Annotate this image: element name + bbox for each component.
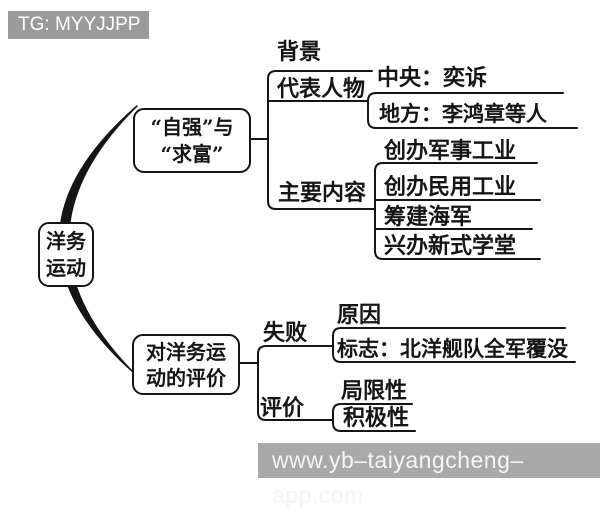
label-zhuyao-neirong: 主要内容 [278,180,367,206]
label-biaozhi-beiyang: 标志：北洋舰队全军覆没 [337,336,568,361]
node-pingjia-line1: 对洋务运 [146,339,226,364]
mindmap-canvas: 洋务 运动 “自强”与 “求富” 对洋务运 动的评价 背景 代表人物 中央：奕诉… [8,11,600,508]
node-pingjia-branch: 对洋务运 动的评价 [132,334,240,395]
connector-lines [58,70,578,432]
label-daibiao-renwu: 代表人物 [277,76,366,102]
label-zhongyang-yixin: 中央：奕诉 [377,65,488,91]
label-beijing: 背景 [277,39,322,65]
node-ziqiang-line2: “求富” [160,141,224,166]
label-pingjia: 评价 [260,395,305,421]
label-yuanyin: 原因 [337,302,382,328]
watermark-url: www.yb–taiyangcheng–app.com [258,443,600,508]
label-content-haijun: 筹建海军 [384,204,473,230]
label-content-junshi: 创办军事工业 [384,138,517,164]
node-root-line2: 运动 [46,255,86,280]
node-ziqiang-line1: “自强”与 [150,114,234,139]
label-jijixing: 积极性 [343,405,410,431]
node-root-yangwu-yundong: 洋务 运动 [38,222,94,287]
node-ziqiang-qiufu: “自强”与 “求富” [133,108,251,173]
node-pingjia-line2: 动的评价 [146,365,226,390]
node-root-line1: 洋务 [46,228,86,253]
tg-badge: TG: MYYJJPP [8,11,149,39]
label-juxianxing: 局限性 [341,378,408,404]
label-difang-lihongzhang: 地方：李鸿章等人 [379,101,547,126]
label-content-xuetang: 兴办新式学堂 [384,233,517,259]
label-shibai: 失败 [263,320,308,346]
label-content-minyong: 创办民用工业 [384,174,517,200]
